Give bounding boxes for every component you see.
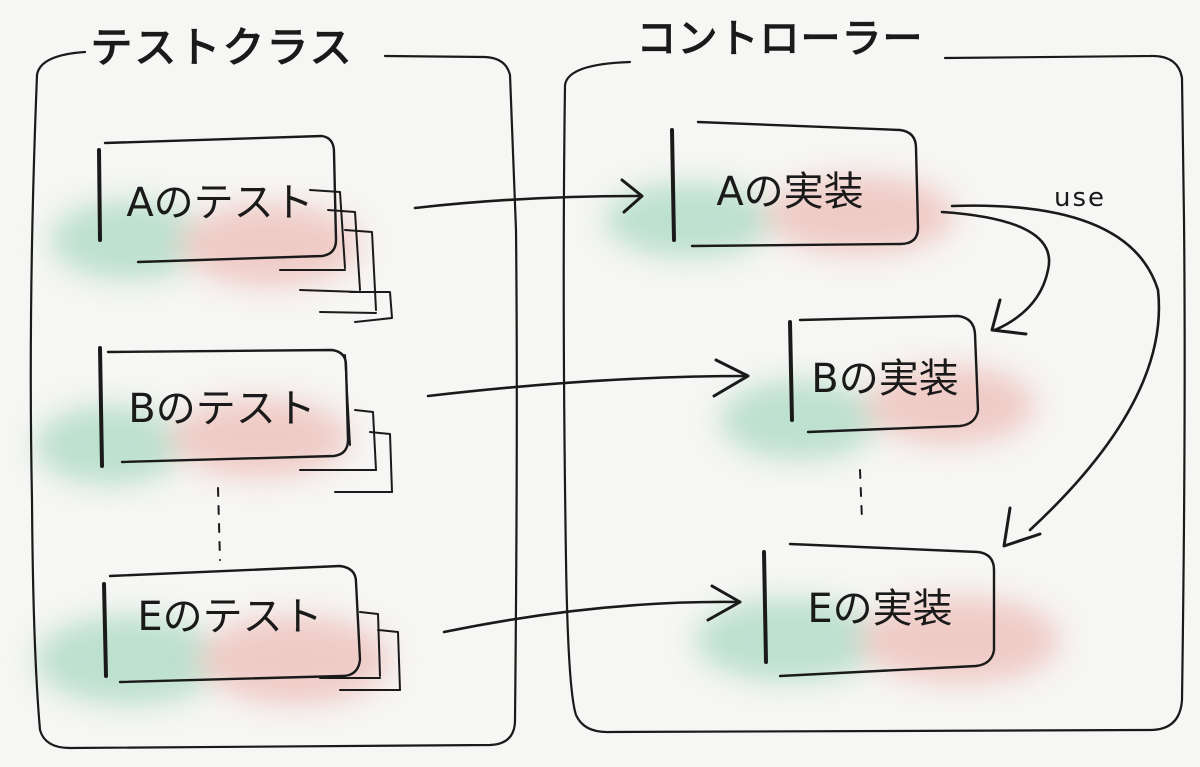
- impl-box-a: Aの実装: [670, 120, 920, 248]
- test-b-label: Bのテスト: [128, 386, 315, 432]
- wash-green-impl-a: [605, 182, 775, 258]
- wash-red-impl-b: [865, 365, 1035, 445]
- group-controller: コントローラー: [562, 16, 1186, 734]
- wash-red-test-a: [180, 203, 360, 287]
- arrow-test-a-to-impl-a: [413, 178, 644, 214]
- test-box-e: Eのテスト: [102, 564, 401, 691]
- controller-title: コントローラー: [637, 16, 924, 62]
- use-label: use: [1054, 183, 1106, 213]
- test-a-label: Aのテスト: [126, 180, 313, 226]
- group-test-class: テストクラス: [29, 23, 518, 750]
- watercolor-washes: [35, 175, 1060, 705]
- test-class-title: テストクラス: [90, 23, 353, 72]
- arrow-impl-a-uses-impl-e: [950, 204, 1161, 548]
- impl-a-label: Aの実装: [716, 169, 863, 215]
- arrow-test-b-to-impl-b: [426, 358, 750, 398]
- wash-green-test-e: [35, 615, 225, 705]
- wash-green-impl-e: [695, 598, 885, 682]
- wash-red-impl-a: [765, 175, 955, 255]
- arrow-test-e-to-impl-e: [442, 584, 742, 634]
- wash-red-test-e: [200, 615, 390, 705]
- wash-red-impl-e: [860, 596, 1060, 684]
- impl-b-label: Bの実装: [811, 356, 958, 402]
- wash-green-impl-b: [720, 380, 880, 460]
- impl-e-label: Eの実装: [807, 586, 952, 632]
- test-e-label: Eのテスト: [137, 594, 322, 640]
- test-box-b: Bのテスト: [98, 346, 393, 493]
- impl-box-b: Bの実装: [788, 314, 980, 434]
- test-ellipsis-dash: [217, 487, 221, 561]
- wash-green-test-b: [35, 405, 185, 485]
- impl-ellipsis-dash: [859, 469, 863, 521]
- test-box-a: Aのテスト: [97, 134, 393, 323]
- impl-box-e: Eの実装: [762, 542, 996, 678]
- arrow-impl-a-uses-impl-b: [940, 210, 1051, 336]
